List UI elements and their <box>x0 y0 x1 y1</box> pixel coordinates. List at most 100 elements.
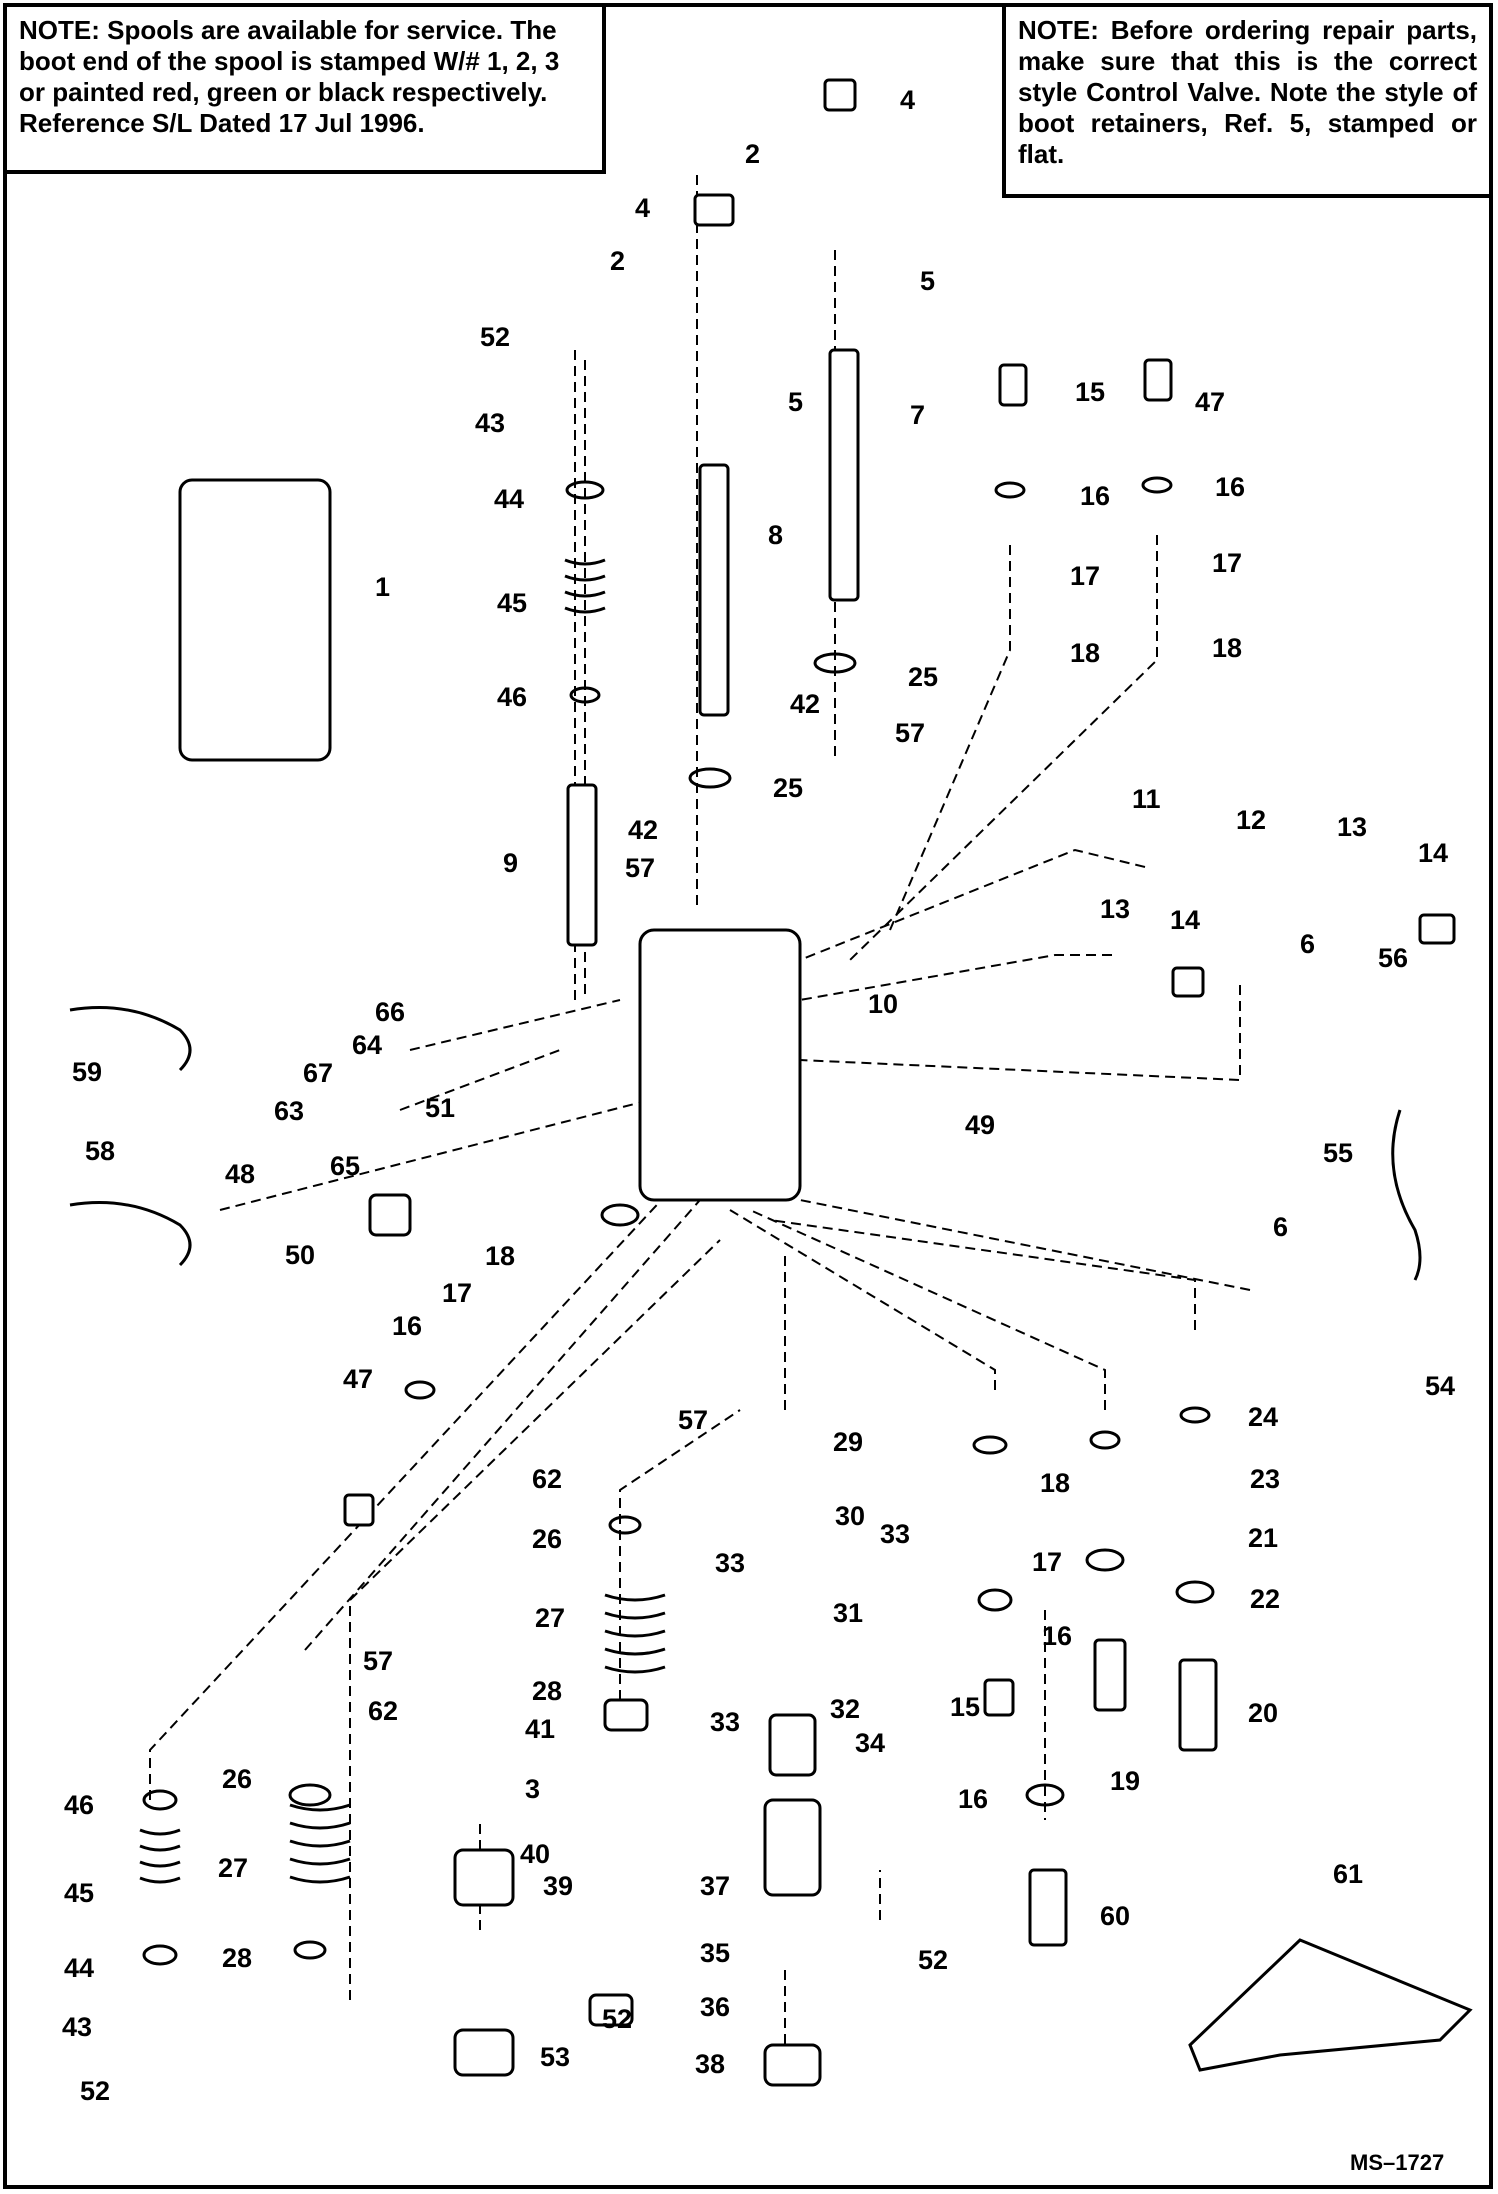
callout-39: 39 <box>543 1871 573 1901</box>
callout-65: 65 <box>330 1151 360 1181</box>
callout-18b: 18 <box>1212 633 1242 663</box>
callout-28b: 28 <box>222 1943 252 1973</box>
callout-50: 50 <box>285 1240 315 1270</box>
callout-24: 24 <box>1248 1402 1278 1432</box>
callout-46b: 46 <box>64 1790 94 1820</box>
callout-45: 45 <box>497 588 527 618</box>
callout-17c: 17 <box>442 1278 472 1308</box>
callout-46: 46 <box>497 682 527 712</box>
callout-47b: 47 <box>343 1364 373 1394</box>
valve-body <box>638 928 802 1202</box>
callout-25b: 25 <box>773 773 803 803</box>
callout-17b: 17 <box>1212 548 1242 578</box>
callout-16d: 16 <box>1042 1621 1072 1651</box>
callout-16: 16 <box>1080 481 1110 511</box>
ordering-note: NOTE: Before ordering repair parts, make… <box>1002 3 1493 198</box>
note-label: NOTE: <box>1018 15 1111 45</box>
callout-5: 5 <box>920 266 935 296</box>
callout-56: 56 <box>1378 943 1408 973</box>
callout-44: 44 <box>494 484 524 514</box>
callout-13b: 13 <box>1100 894 1130 924</box>
part-shapes <box>178 78 1473 2087</box>
callout-18: 18 <box>1070 638 1100 668</box>
callout-16e: 16 <box>958 1784 988 1814</box>
callout-25: 25 <box>908 662 938 692</box>
callout-14: 14 <box>1418 838 1448 868</box>
callout-20: 20 <box>1248 1698 1278 1728</box>
callout-41: 41 <box>525 1714 555 1744</box>
callout-43: 43 <box>475 408 505 438</box>
callout-18c: 18 <box>485 1241 515 1271</box>
callout-2b: 2 <box>610 246 625 276</box>
callout-29: 29 <box>833 1427 863 1457</box>
callout-33: 33 <box>880 1519 910 1549</box>
callout-51: 51 <box>425 1093 455 1123</box>
callout-59: 59 <box>72 1057 102 1087</box>
callout-19: 19 <box>1110 1766 1140 1796</box>
callout-22: 22 <box>1250 1584 1280 1614</box>
callouts: 1 2 2 3 4 4 5 5 6 6 7 8 9 10 11 12 13 13… <box>62 85 1455 2106</box>
callout-64: 64 <box>352 1030 382 1060</box>
callout-17d: 17 <box>1032 1547 1062 1577</box>
callout-57: 57 <box>895 718 925 748</box>
callout-5b: 5 <box>788 387 803 417</box>
callout-1: 1 <box>375 572 390 602</box>
callout-16c: 16 <box>392 1311 422 1341</box>
callout-38: 38 <box>695 2049 725 2079</box>
callout-57b: 57 <box>625 853 655 883</box>
callout-28: 28 <box>532 1676 562 1706</box>
callout-15b: 15 <box>950 1692 980 1722</box>
valve-body-assembly <box>178 478 332 762</box>
callout-30: 30 <box>835 1501 865 1531</box>
callout-32: 32 <box>830 1694 860 1724</box>
callout-26: 26 <box>532 1524 562 1554</box>
callout-6b: 6 <box>1273 1212 1288 1242</box>
callout-2: 2 <box>745 139 760 169</box>
callout-16b: 16 <box>1215 472 1245 502</box>
callout-57c: 57 <box>678 1405 708 1435</box>
callout-57d: 57 <box>363 1646 393 1676</box>
callout-45b: 45 <box>64 1878 94 1908</box>
note-label: NOTE: <box>19 15 108 45</box>
rings-and-springs <box>69 476 1422 1966</box>
callout-7: 7 <box>910 400 925 430</box>
callout-21: 21 <box>1248 1523 1278 1553</box>
callout-67: 67 <box>303 1058 333 1088</box>
callout-61: 61 <box>1333 1859 1363 1889</box>
callout-48: 48 <box>225 1159 255 1189</box>
callout-63: 63 <box>274 1096 304 1126</box>
callout-52b: 52 <box>918 1945 948 1975</box>
callout-66: 66 <box>375 997 405 1027</box>
callout-47: 47 <box>1195 387 1225 417</box>
callout-54: 54 <box>1425 1371 1455 1401</box>
callout-35: 35 <box>700 1938 730 1968</box>
callout-6: 6 <box>1300 929 1315 959</box>
callout-36: 36 <box>700 1992 730 2022</box>
callout-52d: 52 <box>80 2076 110 2106</box>
callout-31: 31 <box>833 1598 863 1628</box>
callout-26b: 26 <box>222 1764 252 1794</box>
callout-49: 49 <box>965 1110 995 1140</box>
callout-9: 9 <box>503 848 518 878</box>
callout-40: 40 <box>520 1839 550 1869</box>
callout-43b: 43 <box>62 2012 92 2042</box>
leader-lines <box>149 175 1251 2060</box>
callout-13: 13 <box>1337 812 1367 842</box>
callout-4: 4 <box>900 85 915 115</box>
callout-17: 17 <box>1070 561 1100 591</box>
callout-44b: 44 <box>64 1953 94 1983</box>
callout-23: 23 <box>1250 1464 1280 1494</box>
callout-27: 27 <box>535 1603 565 1633</box>
callout-53: 53 <box>540 2042 570 2072</box>
callout-18d: 18 <box>1040 1468 1070 1498</box>
callout-42b: 42 <box>628 815 658 845</box>
note-text: Spools are available for service. The bo… <box>19 15 560 138</box>
callout-37: 37 <box>700 1871 730 1901</box>
callout-14b: 14 <box>1170 905 1200 935</box>
callout-52: 52 <box>480 322 510 352</box>
callout-8: 8 <box>768 520 783 550</box>
spool-service-note: NOTE: Spools are available for service. … <box>3 3 606 174</box>
callout-34: 34 <box>855 1728 885 1758</box>
callout-27b: 27 <box>218 1853 248 1883</box>
